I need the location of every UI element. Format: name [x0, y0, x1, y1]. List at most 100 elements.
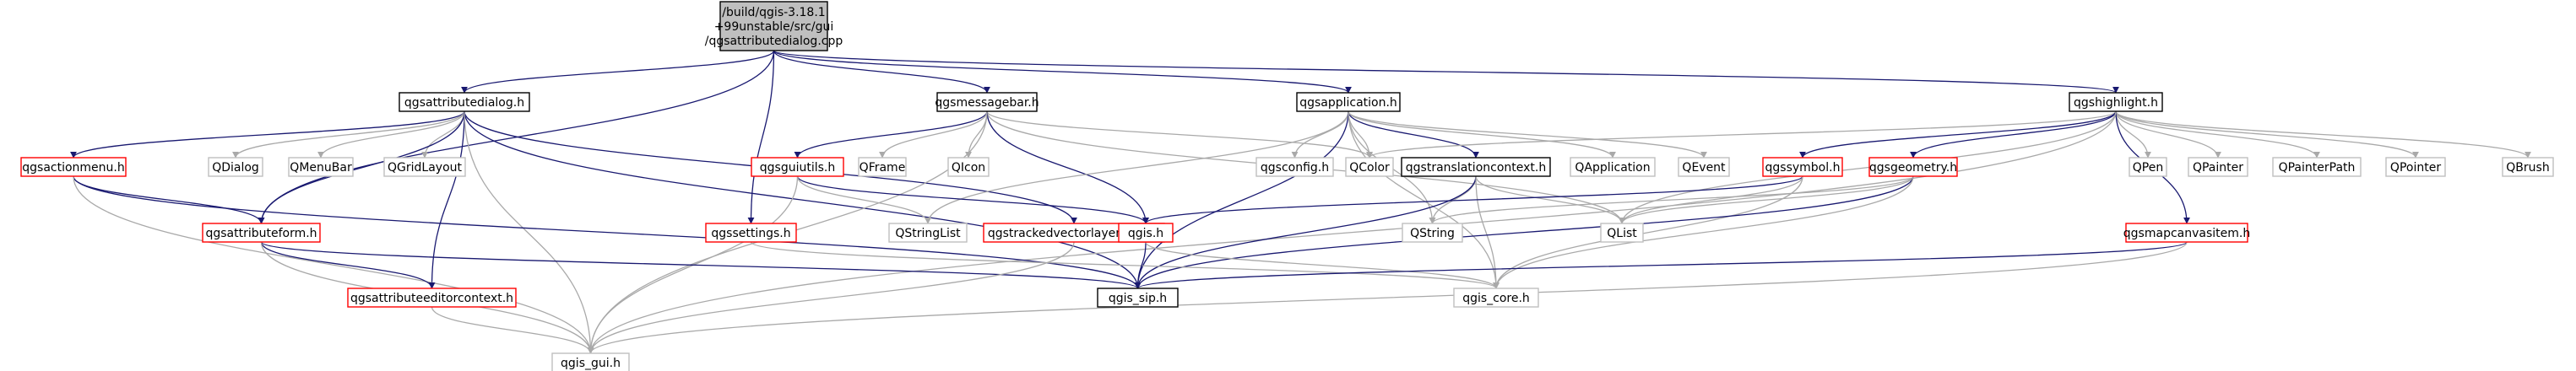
- edge-line: [986, 110, 1149, 224]
- edge-qgshighlight-to-qcolor: [1366, 110, 2117, 159]
- node-label: QString: [1410, 227, 1455, 240]
- node-qdialog[interactable]: QDialog: [208, 157, 263, 177]
- node-qgis[interactable]: qgis.h: [1118, 223, 1174, 243]
- node-qicon[interactable]: QIcon: [947, 157, 990, 177]
- node-qpen[interactable]: QPen: [2129, 157, 2167, 177]
- node-qgsconfig[interactable]: qgsconfig.h: [1255, 157, 1334, 177]
- edge-line: [1475, 175, 1625, 224]
- edge-line: [232, 110, 465, 159]
- edge-qgshighlight-to-qpainterpath: [2115, 110, 2320, 159]
- node-box: [1868, 157, 1958, 177]
- node-qframe[interactable]: QFrame: [858, 157, 907, 177]
- node-qgis_sip[interactable]: qgis_sip.h: [1097, 288, 1179, 308]
- edge-line: [464, 110, 594, 354]
- node-qgsattributedialog[interactable]: qgsattributedialog.h: [399, 92, 530, 112]
- node-box: [2385, 157, 2446, 177]
- node-qstring[interactable]: QString: [1402, 223, 1463, 243]
- node-label: qgis_core.h: [1462, 292, 1530, 305]
- node-qbrush[interactable]: QBrush: [2502, 157, 2554, 177]
- node-box: [2188, 157, 2248, 177]
- edge-line: [1493, 175, 1914, 289]
- node-qgssettings[interactable]: qgssettings.h: [705, 223, 797, 243]
- edges-layer: [70, 50, 2531, 354]
- edge-qgsapplication-to-qgstranslationcontext: [1348, 110, 1479, 159]
- node-label: QMenuBar: [290, 161, 352, 175]
- edge-qgstranslationcontext-to-qgis_core: [1475, 175, 1500, 289]
- edge-qgshighlight-to-qgis_gui: [587, 110, 2117, 354]
- edge-line: [461, 50, 775, 94]
- edge-qgsmapcanvasitem-to-qgis_sip: [1134, 241, 2188, 289]
- node-qpointer[interactable]: QPointer: [2385, 157, 2446, 177]
- node-label: qgssymbol.h: [1765, 161, 1841, 175]
- node-qgshighlight[interactable]: qgshighlight.h: [2069, 92, 2163, 112]
- node-label: QPainter: [2193, 161, 2243, 175]
- edge-line: [773, 50, 1352, 94]
- edge-qgstrackedvectorlayertools-to-qgis_gui: [587, 241, 1075, 354]
- edge-qgsmessagebar-to-qframe: [879, 110, 988, 159]
- node-label: qgsattributeeditorcontext.h: [350, 292, 513, 305]
- node-label: QBrush: [2506, 161, 2549, 175]
- node-qgsguiutils[interactable]: qgsguiutils.h: [751, 157, 844, 177]
- node-qpainterpath[interactable]: QPainterPath: [2272, 157, 2362, 177]
- node-qlist[interactable]: QList: [1600, 223, 1644, 243]
- node-label: QEvent: [1682, 161, 1726, 175]
- edge-line: [794, 110, 988, 159]
- node-qstringlist[interactable]: QStringList: [888, 223, 968, 243]
- node-qgstranslationcontext[interactable]: qgstranslationcontext.h: [1401, 157, 1551, 177]
- node-box: [1097, 288, 1179, 308]
- node-box: [1570, 157, 1656, 177]
- edge-line: [879, 110, 988, 159]
- edge-line: [2115, 110, 2221, 159]
- node-label: +99unstable/src/gui: [714, 20, 834, 34]
- edge-qgsgeometry-to-qstring: [1429, 175, 1914, 224]
- node-qgsgeometry[interactable]: qgsgeometry.h: [1868, 157, 1958, 177]
- edge-qgsmessagebar-to-qcolor: [986, 110, 1373, 159]
- node-root: /build/qgis-3.18.1+99unstable/src/gui/qg…: [705, 1, 843, 51]
- edge-qgsapplication-to-qstringlist: [925, 110, 1349, 224]
- edge-line: [1291, 110, 1349, 159]
- node-qgsapplication[interactable]: qgsapplication.h: [1296, 92, 1401, 112]
- node-qgsattributeform[interactable]: qgsattributeform.h: [202, 223, 321, 243]
- node-qmenubar[interactable]: QMenuBar: [288, 157, 354, 177]
- edge-line: [1142, 175, 1803, 224]
- edge-qgshighlight-to-qbrush: [2115, 110, 2531, 159]
- node-box: [888, 223, 968, 243]
- node-box: [1600, 223, 1644, 243]
- edge-qgsactionmenu-to-qgsattributeform: [73, 175, 265, 224]
- edge-qgsattributedialog-to-qgsattributeeditorcontext: [428, 110, 465, 289]
- edge-line: [1619, 175, 1914, 224]
- node-qgsactionmenu[interactable]: qgsactionmenu.h: [20, 157, 127, 177]
- node-label: qgsgeometry.h: [1869, 161, 1957, 175]
- edge-qgsattributeform-to-qgsattributeeditorcontext: [260, 241, 436, 289]
- edge-qgssettings-to-qgis_core: [750, 241, 1500, 289]
- node-qgis_gui[interactable]: qgis_gui.h: [551, 352, 630, 371]
- edge-line: [464, 110, 1142, 289]
- node-qpainter[interactable]: QPainter: [2188, 157, 2248, 177]
- nodes-layer: /build/qgis-3.18.1+99unstable/src/gui/qg…: [20, 1, 2554, 371]
- edge-qgsguiutils-to-qstringlist: [796, 175, 931, 224]
- edge-qgsapplication-to-qevent: [1348, 110, 1707, 159]
- node-label: QStringList: [895, 227, 961, 240]
- edge-line: [2115, 110, 2320, 159]
- edge-line: [1348, 110, 1616, 159]
- node-qapplication[interactable]: QApplication: [1570, 157, 1656, 177]
- node-box: [2272, 157, 2362, 177]
- node-qgridlayout[interactable]: QGridLayout: [383, 157, 466, 177]
- node-label: /qgsattributedialog.cpp: [705, 35, 843, 48]
- node-box: [936, 92, 1038, 112]
- node-label: qgis_gui.h: [561, 357, 621, 370]
- node-qgsmessagebar[interactable]: qgsmessagebar.h: [935, 92, 1039, 112]
- edge-line: [428, 110, 465, 289]
- edge-qgstranslationcontext-to-qlist: [1475, 175, 1625, 224]
- node-qcolor[interactable]: QColor: [1345, 157, 1394, 177]
- edge-line: [73, 175, 594, 354]
- edge-qgsattributeform-to-qgis_sip: [260, 241, 1142, 289]
- node-qgis_core[interactable]: qgis_core.h: [1453, 288, 1539, 308]
- node-qevent[interactable]: QEvent: [1678, 157, 1730, 177]
- node-qgsattributeeditorcontext[interactable]: qgsattributeeditorcontext.h: [347, 288, 517, 308]
- node-box: [202, 223, 321, 243]
- node-qgsmapcanvasitem[interactable]: qgsmapcanvasitem.h: [2123, 223, 2250, 243]
- node-qgssymbol[interactable]: qgssymbol.h: [1762, 157, 1843, 177]
- node-box: [1401, 157, 1551, 177]
